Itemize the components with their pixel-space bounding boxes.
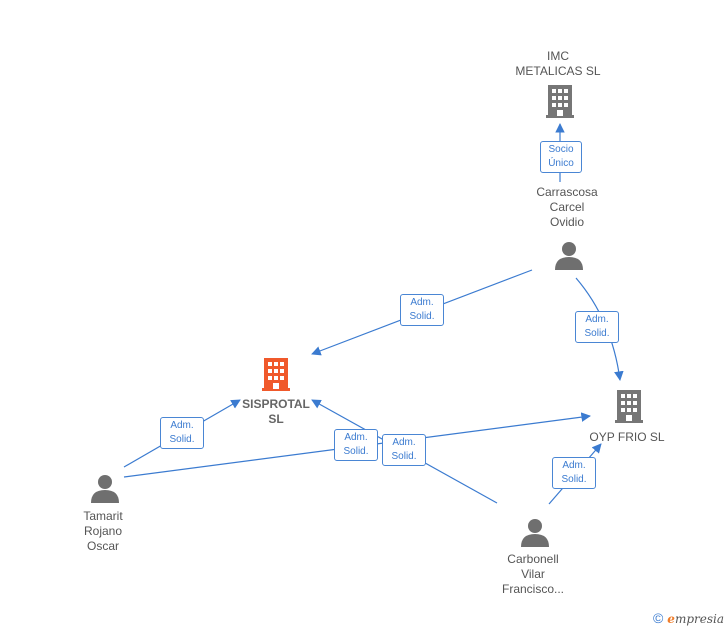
building-icon[interactable] xyxy=(615,390,643,423)
copyright-symbol: © xyxy=(652,610,664,626)
edge-label-socio-unico[interactable]: Socio Único xyxy=(540,141,582,173)
brand-logo-letter: e xyxy=(667,612,675,626)
footer-brand: ©empresia xyxy=(653,610,724,626)
edge-label-adm-solid[interactable]: Adm. Solid. xyxy=(575,311,619,343)
node-label-imc[interactable]: IMC METALICAS SL xyxy=(515,49,601,78)
edge-label-adm-solid[interactable]: Adm. Solid. xyxy=(552,457,596,489)
node-label-sisprotal[interactable]: SISPROTAL SL xyxy=(242,397,310,426)
building-icon[interactable] xyxy=(262,358,290,391)
edge-label-adm-solid[interactable]: Adm. Solid. xyxy=(160,417,204,449)
node-label-tamarit[interactable]: Tamarit Rojano Oscar xyxy=(83,509,123,553)
building-icon[interactable] xyxy=(546,85,574,118)
node-label-carbonell[interactable]: Carbonell Vilar Francisco... xyxy=(501,552,565,596)
node-label-carrascosa[interactable]: Carrascosa Carcel Ovidio xyxy=(536,185,598,229)
person-icon[interactable] xyxy=(521,519,549,547)
node-label-oyp[interactable]: OYP FRIO SL xyxy=(589,430,665,444)
edge-label-adm-solid[interactable]: Adm. Solid. xyxy=(400,294,444,326)
edge-label-adm-solid[interactable]: Adm. Solid. xyxy=(382,434,426,466)
person-icon[interactable] xyxy=(91,475,119,503)
brand-name: mpresia xyxy=(674,612,724,626)
person-icon[interactable] xyxy=(555,242,583,270)
edge-label-adm-solid[interactable]: Adm. Solid. xyxy=(334,429,378,461)
